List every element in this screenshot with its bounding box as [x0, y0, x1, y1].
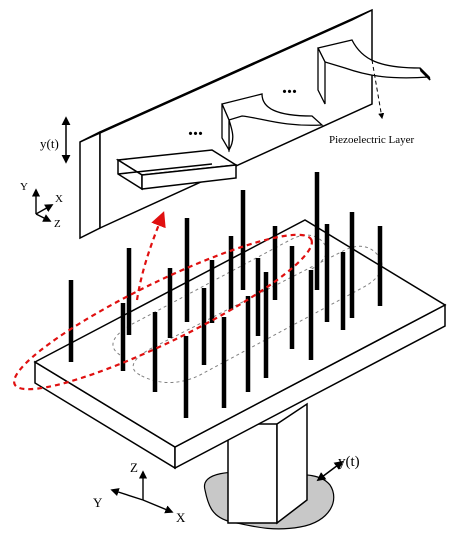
bottom-motion-arrow [316, 460, 344, 482]
piezo-callout-line [371, 59, 385, 120]
highlight-ellipse [13, 233, 313, 391]
ellipsis-label-1: ... [188, 118, 203, 140]
ellipsis-label-2: ... [282, 76, 297, 98]
top-axis-y-label: Y [20, 181, 28, 193]
highlight-arrow [135, 211, 166, 301]
pier-column [227, 402, 308, 525]
bottom-axis-y-label: Y [93, 495, 103, 510]
bottom-motion-label: y(t) [338, 454, 360, 470]
vertical-rods [68, 172, 383, 418]
cantilever-beam-middle [221, 93, 324, 153]
deck-slab [33, 219, 447, 470]
top-axis-x-label: X [55, 193, 63, 205]
top-axis-z-label: Z [54, 218, 61, 230]
bottom-axis-triad [110, 470, 174, 514]
piezo-layer-label: Piezoelectric Layer [329, 134, 415, 146]
cantilever-block [115, 149, 239, 191]
bottom-axis-x-label: X [176, 510, 186, 525]
top-motion-label: y(t) [40, 136, 59, 151]
top-axis-triad [31, 188, 54, 222]
cantilever-beam-right [317, 39, 431, 105]
bottom-axis-z-label: Z [130, 460, 138, 475]
